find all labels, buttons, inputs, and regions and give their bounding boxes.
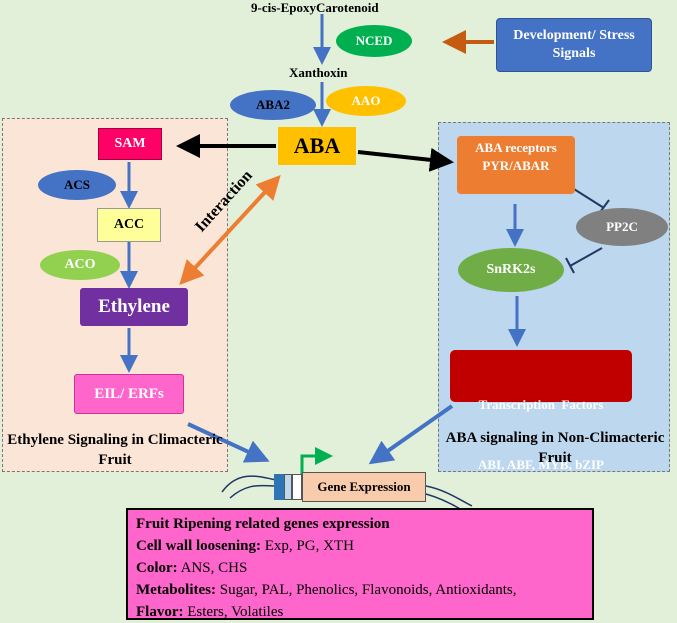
info-row-value: Esters, Volatiles bbox=[187, 604, 284, 620]
info-row-label: Cell wall loosening: bbox=[136, 538, 262, 554]
aco-enzyme: ACO bbox=[40, 250, 120, 280]
info-row: Metabolites: Sugar, PAL, Phenolics, Flav… bbox=[136, 579, 584, 601]
arrow-eil-gene bbox=[187, 422, 270, 463]
info-row-value: ANS, CHS bbox=[180, 560, 248, 576]
inhibit-pp2c-snrk bbox=[569, 247, 603, 267]
dna-strand-2 bbox=[229, 484, 277, 499]
info-row: Flavor: Esters, Volatiles bbox=[136, 601, 584, 623]
pp2c-node: PP2C bbox=[576, 208, 668, 246]
aba2-enzyme: ABA2 bbox=[230, 90, 316, 120]
ethylene-panel-caption: Ethylene Signaling in Climacteric Fruit bbox=[7, 432, 223, 468]
tf-line-1: Transcription Factors bbox=[478, 397, 604, 412]
receptors-line-2: PYR/ABAR bbox=[482, 158, 550, 173]
transcription-factors-node: Transcription Factors ABI, ABF, MYB, bZI… bbox=[450, 350, 632, 472]
aba-node: ABA bbox=[278, 127, 356, 165]
promoter-segment-1 bbox=[274, 474, 284, 500]
nced-enzyme: NCED bbox=[336, 25, 412, 57]
arrow-aba-receptors bbox=[357, 147, 454, 172]
precursor-label: 9-cis-EpoxyCarotenoid bbox=[251, 0, 379, 15]
eil-erfs-node: EIL/ ERFs bbox=[74, 374, 184, 414]
info-row-value: Sugar, PAL, Phenolics, Flavonoids, Antio… bbox=[219, 582, 517, 598]
tf-line-2: ABI, ABF, MYB, bZIP bbox=[478, 457, 604, 472]
acc-node: ACC bbox=[97, 208, 161, 242]
acs-enzyme: ACS bbox=[38, 170, 116, 200]
aba-panel-caption: ABA signaling in Non-Climacteric Fruit bbox=[445, 430, 665, 466]
promoter-arrow bbox=[300, 447, 333, 474]
development-signals-box: Development/ Stress Signals bbox=[496, 18, 652, 72]
aba-receptors-node: ABA receptors PYR/ABAR bbox=[457, 136, 575, 194]
info-row-label: Color: bbox=[136, 560, 178, 576]
info-row-label: Flavor: bbox=[136, 604, 184, 620]
ripening-genes-box: Fruit Ripening related genes expression … bbox=[126, 508, 594, 620]
promoter-segment-3 bbox=[292, 474, 302, 500]
sam-node: SAM bbox=[98, 128, 162, 160]
xanthoxin-label: Xanthoxin bbox=[289, 65, 348, 80]
receptors-line-1: ABA receptors bbox=[475, 140, 557, 155]
dna-strand-3 bbox=[425, 485, 473, 507]
ethylene-node: Ethylene bbox=[80, 288, 188, 326]
arrow-tf-gene bbox=[368, 404, 454, 465]
info-title: Fruit Ripening related genes expression bbox=[136, 516, 390, 532]
arrow-interaction bbox=[179, 175, 281, 285]
aao-enzyme: AAO bbox=[326, 86, 406, 116]
promoter-segment-2 bbox=[284, 474, 292, 500]
info-row: Color: ANS, CHS bbox=[136, 557, 584, 579]
info-row-value: Exp, PG, XTH bbox=[264, 538, 354, 554]
inhibit-bar-2 bbox=[565, 257, 575, 274]
info-row: Cell wall loosening: Exp, PG, XTH bbox=[136, 535, 584, 557]
info-row-label: Metabolites: bbox=[136, 582, 216, 598]
snrk2s-node: SnRK2s bbox=[458, 248, 564, 292]
dna-strand bbox=[221, 475, 277, 493]
gene-expression-box: Gene Expression bbox=[302, 472, 426, 502]
